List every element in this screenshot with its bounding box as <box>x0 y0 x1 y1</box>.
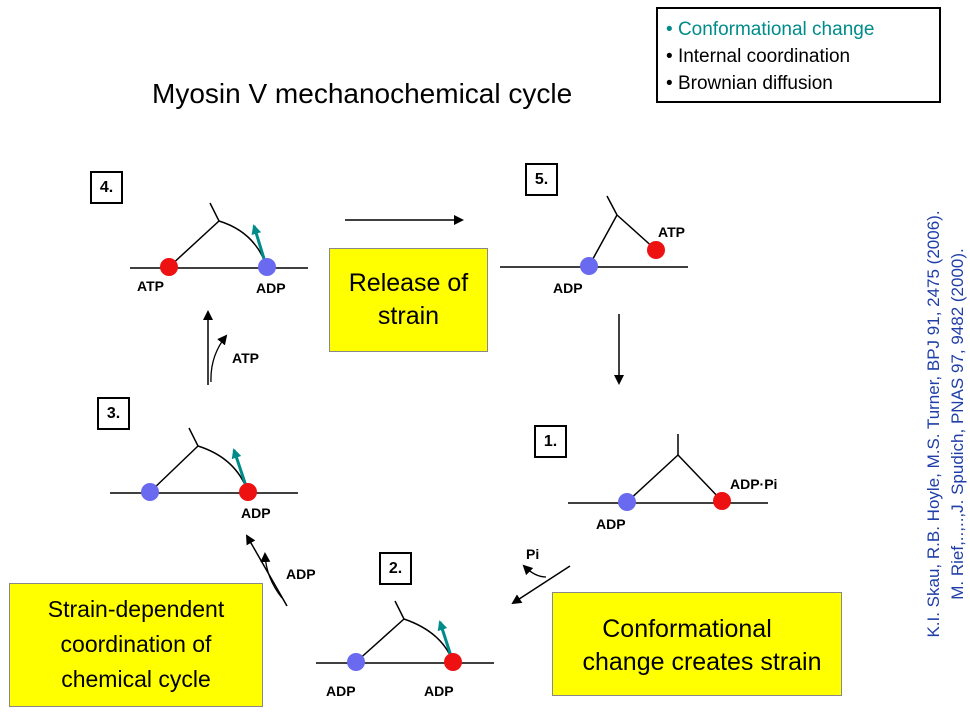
legend-item-internal-coordination: • Internal coordination <box>666 46 851 67</box>
strain-dependent-coordination-box: Strain-dependent coordination of chemica… <box>9 583 263 707</box>
coiled-coil <box>606 195 618 216</box>
trailing-lever <box>149 445 199 493</box>
coiled-coil <box>394 600 405 620</box>
arrow-1-to-2-icon <box>511 565 571 605</box>
red-head-icon <box>239 483 257 501</box>
state-1-right-label: ADP·Pi <box>730 476 778 492</box>
blue-head-icon <box>141 483 159 501</box>
strain-arrow-icon <box>251 224 267 263</box>
strain-arrow-icon <box>231 448 248 487</box>
conformational-box-line-2: change creates strain <box>582 648 822 676</box>
transition-adp-label: ADP <box>286 566 316 582</box>
bound-lever <box>588 214 618 267</box>
state-5-right-label: ATP <box>658 224 685 240</box>
coiled-coil <box>188 427 199 447</box>
conformational-change-box: Conformational change creates strain <box>552 592 842 696</box>
coiled-coil <box>209 202 220 222</box>
legend-item-brownian-diffusion: • Brownian diffusion <box>666 73 833 94</box>
reference-skau: K.I. Skau, R.B. Hoyle, M.S. Turner, BPJ … <box>924 210 943 638</box>
state-5-left-label: ADP <box>553 280 583 296</box>
state-number-5: 5. <box>525 163 558 196</box>
state-3-right-label: ADP <box>241 505 271 521</box>
state-2-myosin <box>316 600 494 671</box>
trailing-lever <box>626 454 679 503</box>
state-number-3: 3. <box>97 397 130 430</box>
state-number-4: 4. <box>90 171 123 204</box>
transition-atp-label: ATP <box>232 350 259 366</box>
pi-release-curve-icon <box>522 564 547 578</box>
conformational-box-line-1: Conformational <box>602 615 772 643</box>
red-head-icon <box>713 492 731 510</box>
red-head-icon <box>160 258 178 276</box>
state-1-myosin <box>568 434 768 511</box>
state-number-1: 1. <box>534 425 567 458</box>
references: K.I. Skau, R.B. Hoyle, M.S. Turner, BPJ … <box>922 144 970 704</box>
leading-lever <box>677 454 723 502</box>
state-1-left-label: ADP <box>596 516 626 532</box>
state-5-myosin <box>500 195 688 275</box>
strain-box-line-2: coordination of <box>60 631 212 657</box>
red-head-icon <box>647 241 665 259</box>
adp-release-curve-icon <box>260 552 283 599</box>
state-number-2: 2. <box>379 552 412 585</box>
trailing-lever <box>168 220 220 268</box>
strain-arrow-icon <box>437 620 453 657</box>
state-4-myosin <box>130 202 308 276</box>
blue-head-icon <box>347 653 365 671</box>
blue-head-icon <box>258 258 276 276</box>
strain-box-line-3: chemical cycle <box>61 666 211 692</box>
state-3-myosin <box>110 427 298 501</box>
arrow-2-to-3-icon <box>246 534 288 607</box>
reference-rief: M. Rief,..,..,J. Spudich, PNAS 97, 9482 … <box>948 248 967 600</box>
state-4-right-label: ADP <box>256 280 286 296</box>
trailing-lever <box>355 618 405 663</box>
blue-head-icon <box>618 493 636 511</box>
state-4-left-label: ATP <box>137 278 164 294</box>
legend-item-conformational-change: • Conformational change <box>666 19 875 40</box>
strain-box-line-1: Strain-dependent <box>47 596 225 622</box>
release-of-strain-box: Release of strain <box>329 248 488 352</box>
release-box-line-1: Release of <box>348 269 469 297</box>
blue-head-icon <box>580 257 598 275</box>
red-head-icon <box>444 653 462 671</box>
page-title: Myosin V mechanochemical cycle <box>152 78 573 109</box>
atp-binding-curve-icon <box>210 334 228 383</box>
legend-box: • Conformational change • Internal coord… <box>656 7 941 103</box>
state-2-right-label: ADP <box>424 683 454 699</box>
state-2-left-label: ADP <box>326 683 356 699</box>
transition-pi-label: Pi <box>526 546 540 562</box>
release-box-line-2: strain <box>377 302 440 330</box>
